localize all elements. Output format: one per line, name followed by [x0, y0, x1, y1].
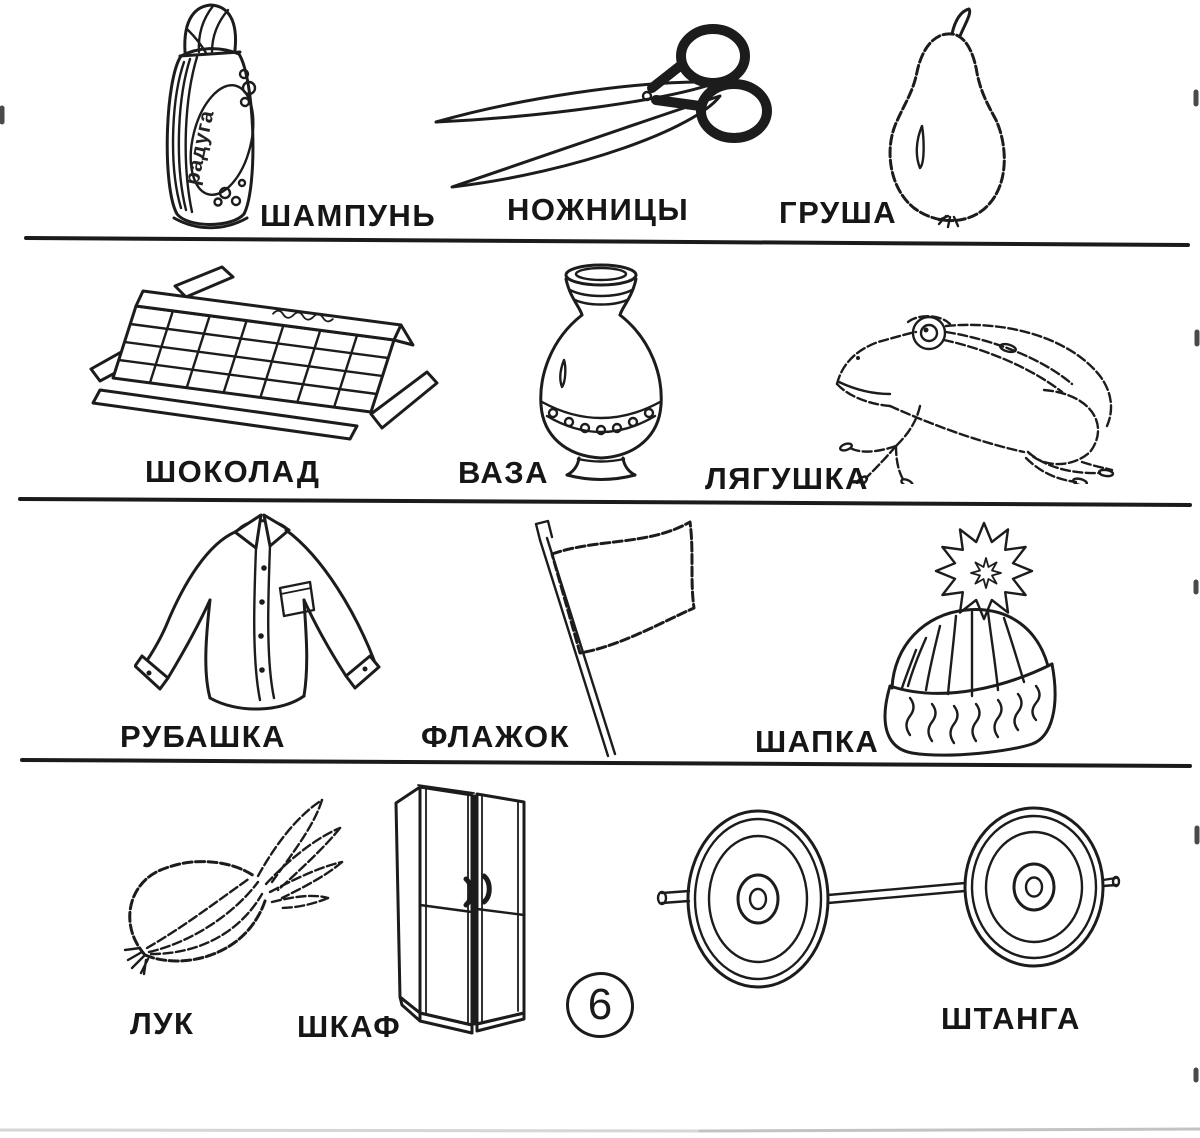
label-vase: ВАЗА	[458, 455, 550, 490]
page-bottom-edge	[698, 1127, 1200, 1133]
barbell-illustration	[656, 806, 1121, 989]
frog-illustration	[835, 315, 1115, 484]
pompom	[934, 521, 1034, 621]
onion-illustration	[123, 798, 344, 976]
label-onion: ЛУК	[130, 1006, 195, 1041]
row-divider	[20, 758, 1192, 768]
label-wardrobe: ШКАФ	[297, 1009, 402, 1044]
pear-illustration	[888, 7, 1006, 229]
label-barbell: ШТАНГА	[941, 1001, 1081, 1036]
label-pear: ГРУША	[779, 195, 898, 230]
label-shampoo: ШАМПУНЬ	[260, 198, 437, 233]
vase-illustration	[539, 263, 663, 481]
wardrobe-illustration	[394, 784, 526, 1035]
winter-hat-illustration	[883, 521, 1057, 757]
row-divider	[18, 497, 1192, 507]
page-bottom-edge	[0, 1128, 702, 1133]
flag-illustration	[534, 519, 696, 758]
label-frog: ЛЯГУШКА	[705, 461, 869, 496]
chocolate-bar-illustration	[89, 265, 439, 441]
label-shirt: РУБАШКА	[120, 719, 286, 754]
page-number: 6	[587, 980, 613, 1029]
page-number-badge: 6	[566, 972, 634, 1038]
label-hat: ШАПКА	[755, 724, 880, 759]
wrapper-scribble-text	[272, 309, 334, 323]
shampoo-bottle-illustration: радуга	[165, 3, 257, 230]
label-chocolate: ШОКОЛАД	[145, 454, 321, 489]
scissors-illustration	[434, 24, 772, 189]
row-divider	[24, 236, 1190, 247]
shirt-illustration	[134, 513, 381, 711]
label-scissors: НОЖНИЦЫ	[507, 192, 690, 227]
label-flag: ФЛАЖОК	[421, 719, 571, 754]
